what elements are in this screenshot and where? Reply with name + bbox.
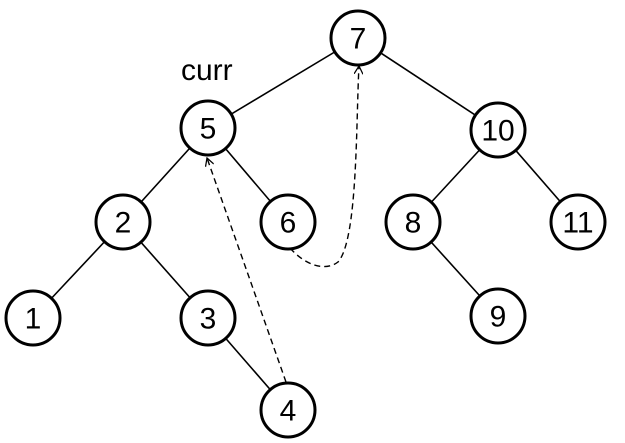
thread-links (207, 66, 359, 383)
tree-node-3: 3 (179, 289, 237, 347)
node-label-2: 2 (115, 207, 132, 240)
node-label-10: 10 (481, 115, 514, 148)
tree-node-4: 4 (259, 381, 317, 439)
tree-node-2: 2 (94, 193, 152, 251)
curr-pointer-label: curr (181, 54, 233, 87)
node-label-6: 6 (280, 207, 297, 240)
node-label-8: 8 (405, 207, 422, 240)
tree-node-5: 5 (179, 99, 237, 157)
tree-node-6: 6 (259, 193, 317, 251)
node-label-9: 9 (490, 301, 507, 334)
tree-node-9: 9 (469, 287, 527, 345)
tree-node-7: 7 (329, 9, 387, 67)
node-label-1: 1 (25, 303, 42, 336)
tree-node-10: 10 (469, 101, 527, 159)
tree-node-11: 11 (549, 193, 607, 251)
tree-node-1: 1 (4, 289, 62, 347)
tree-nodes: 7 5 10 2 6 8 11 1 (4, 9, 607, 439)
thread-6-to-7 (289, 66, 359, 268)
thread-4-to-5 (207, 158, 287, 383)
node-label-4: 4 (280, 395, 297, 428)
node-label-5: 5 (200, 113, 217, 146)
node-label-11: 11 (562, 207, 593, 240)
node-label-3: 3 (200, 303, 217, 336)
node-label-7: 7 (350, 23, 367, 56)
tree-node-8: 8 (384, 193, 442, 251)
edge-7-5 (207, 37, 359, 129)
